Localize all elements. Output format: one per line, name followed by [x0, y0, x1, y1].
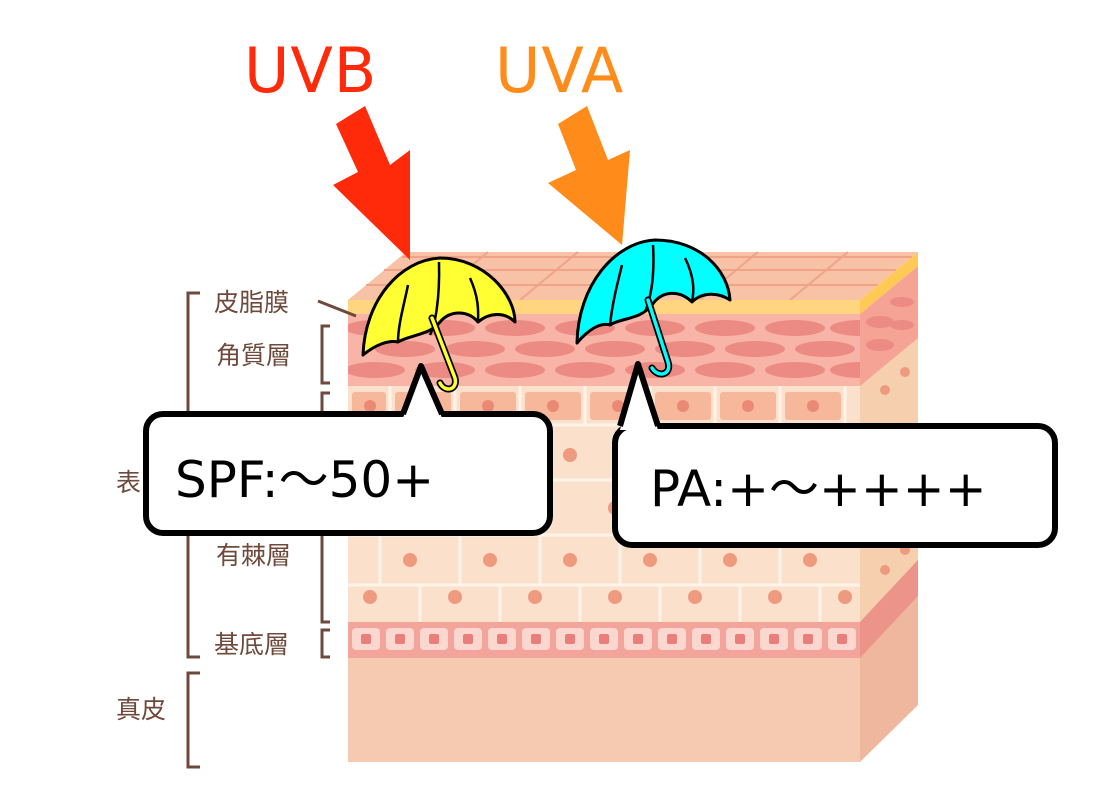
uvb-arrow — [333, 106, 410, 260]
spf-callout: SPF:〜50+ — [143, 411, 553, 536]
uva-label: UVA — [495, 34, 625, 107]
side-cells — [866, 297, 914, 351]
label-spinous-layer: 有棘層 — [216, 541, 292, 570]
label-sebum-film: 皮脂膜 — [214, 288, 290, 317]
label-basal-layer: 基底層 — [214, 630, 290, 659]
sebum-film-side — [860, 252, 918, 314]
label-dermis: 真皮 — [116, 695, 167, 724]
pa-value: PA:+〜++++ — [650, 460, 987, 518]
spf-value: SPF:〜50+ — [175, 451, 435, 509]
uva-arrow — [548, 106, 630, 245]
dermis-front — [348, 650, 860, 762]
label-stratum-corneum: 角質層 — [216, 341, 292, 370]
label-epidermis: 表 — [116, 468, 142, 497]
basal-layer-side — [860, 560, 918, 658]
basal-cells — [352, 628, 856, 650]
pa-callout: PA:+〜++++ — [612, 423, 1058, 548]
dermis-side — [860, 590, 918, 762]
uvb-label: UVB — [244, 34, 378, 107]
